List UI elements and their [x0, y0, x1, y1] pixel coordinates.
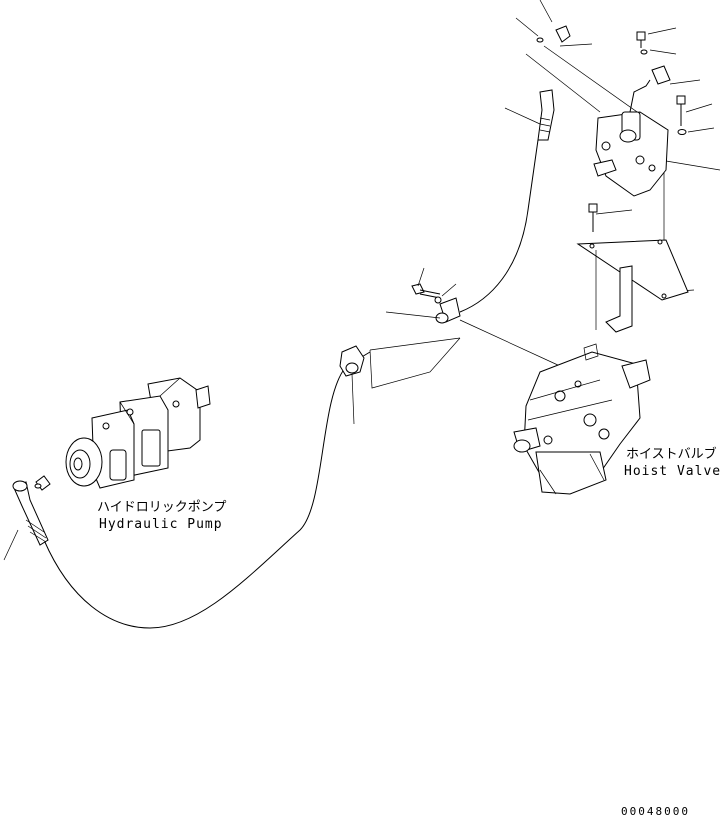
- bolt-icon: [411, 283, 441, 299]
- clamp-icon: [339, 297, 461, 377]
- drawing-code: 00048000: [621, 805, 690, 818]
- hose-fitting-icon: [12, 480, 49, 546]
- solenoid-valve-icon: [593, 65, 671, 197]
- hydraulic-pump-icon: [65, 377, 211, 489]
- washer-icon: [640, 49, 687, 135]
- hydraulic-pump-label-en: Hydraulic Pump: [99, 517, 223, 532]
- washer-icon: [434, 296, 442, 304]
- hose-icon: [43, 139, 539, 629]
- mounting-bracket-icon: [576, 239, 689, 333]
- elbow-fitting-icon: [34, 475, 51, 491]
- hydraulic-pump-label-jp: ハイドロリックポンプ: [97, 500, 227, 515]
- hoist-valve-icon: [513, 343, 651, 495]
- hoist-valve-label-jp: ホイストバルブ: [626, 447, 717, 462]
- hose-fitting-icon: [537, 89, 555, 141]
- bolt-icon: [588, 31, 686, 232]
- elbow-fitting-icon: [536, 25, 571, 43]
- leader-lines: [3, 107, 561, 561]
- hoist-valve-label-en: Hoist Valve: [624, 464, 722, 479]
